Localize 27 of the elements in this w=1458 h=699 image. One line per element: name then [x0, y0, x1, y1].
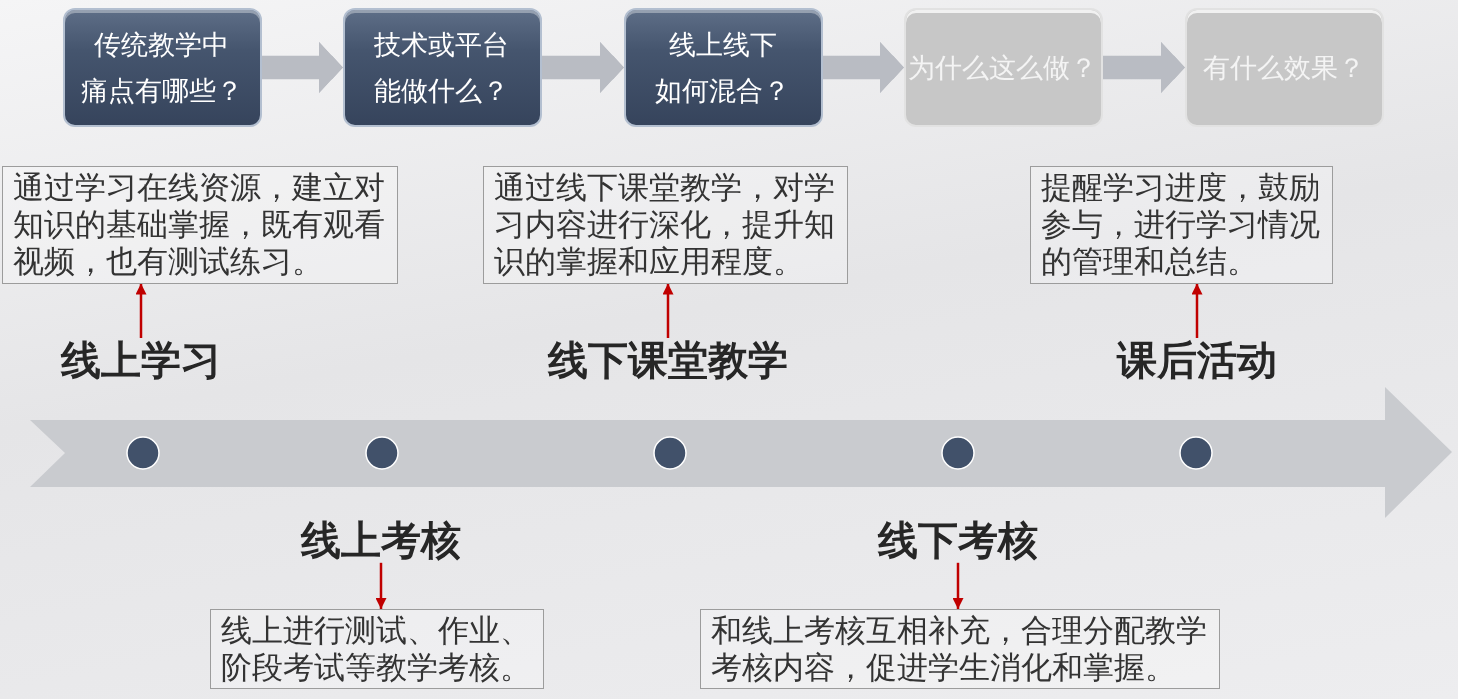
- chevron-arrow: [1103, 41, 1185, 94]
- arrow: [135, 283, 147, 338]
- question-text: 传统教学中痛点有哪些？: [80, 28, 244, 108]
- description-text: 通过学习在线资源，建立对知识的基础掌握，既有观看视频，也有测试练习。: [13, 169, 386, 281]
- question-box: [1185, 8, 1384, 127]
- chevron-arrow: [542, 41, 624, 94]
- arrow: [952, 562, 964, 609]
- chevron-arrow: [823, 41, 904, 94]
- description-text: 线上进行测试、作业、阶段考试等教学考核。: [221, 612, 532, 687]
- question-box: [63, 8, 262, 127]
- chevron-arrow: [262, 41, 343, 94]
- question-text: 线上线下如何混合？: [655, 28, 792, 108]
- description-text: 通过线下课堂教学，对学习内容进行深化，提升知识的掌握和应用程度。: [494, 169, 836, 281]
- question-box: [343, 8, 542, 127]
- arrow: [662, 283, 674, 338]
- description-text: 提醒学习进度，鼓励参与，进行学习情况的管理和总结。: [1041, 169, 1321, 281]
- stage-label: 线上考核: [301, 518, 461, 563]
- stage-label: 课后活动: [1117, 338, 1277, 383]
- stage-label: 线下考核: [878, 518, 1038, 563]
- question-box: [624, 8, 823, 127]
- description-text: 和线上考核互相补充，合理分配教学考核内容，促进学生消化和掌握。: [711, 612, 1208, 687]
- stage-label: 线下课堂教学: [548, 338, 788, 383]
- question-text: 技术或平台能做什么？: [374, 28, 511, 108]
- question-box: [904, 8, 1103, 127]
- arrow: [375, 562, 387, 609]
- arrow: [1191, 283, 1203, 338]
- stage-label: 线上学习: [61, 338, 221, 383]
